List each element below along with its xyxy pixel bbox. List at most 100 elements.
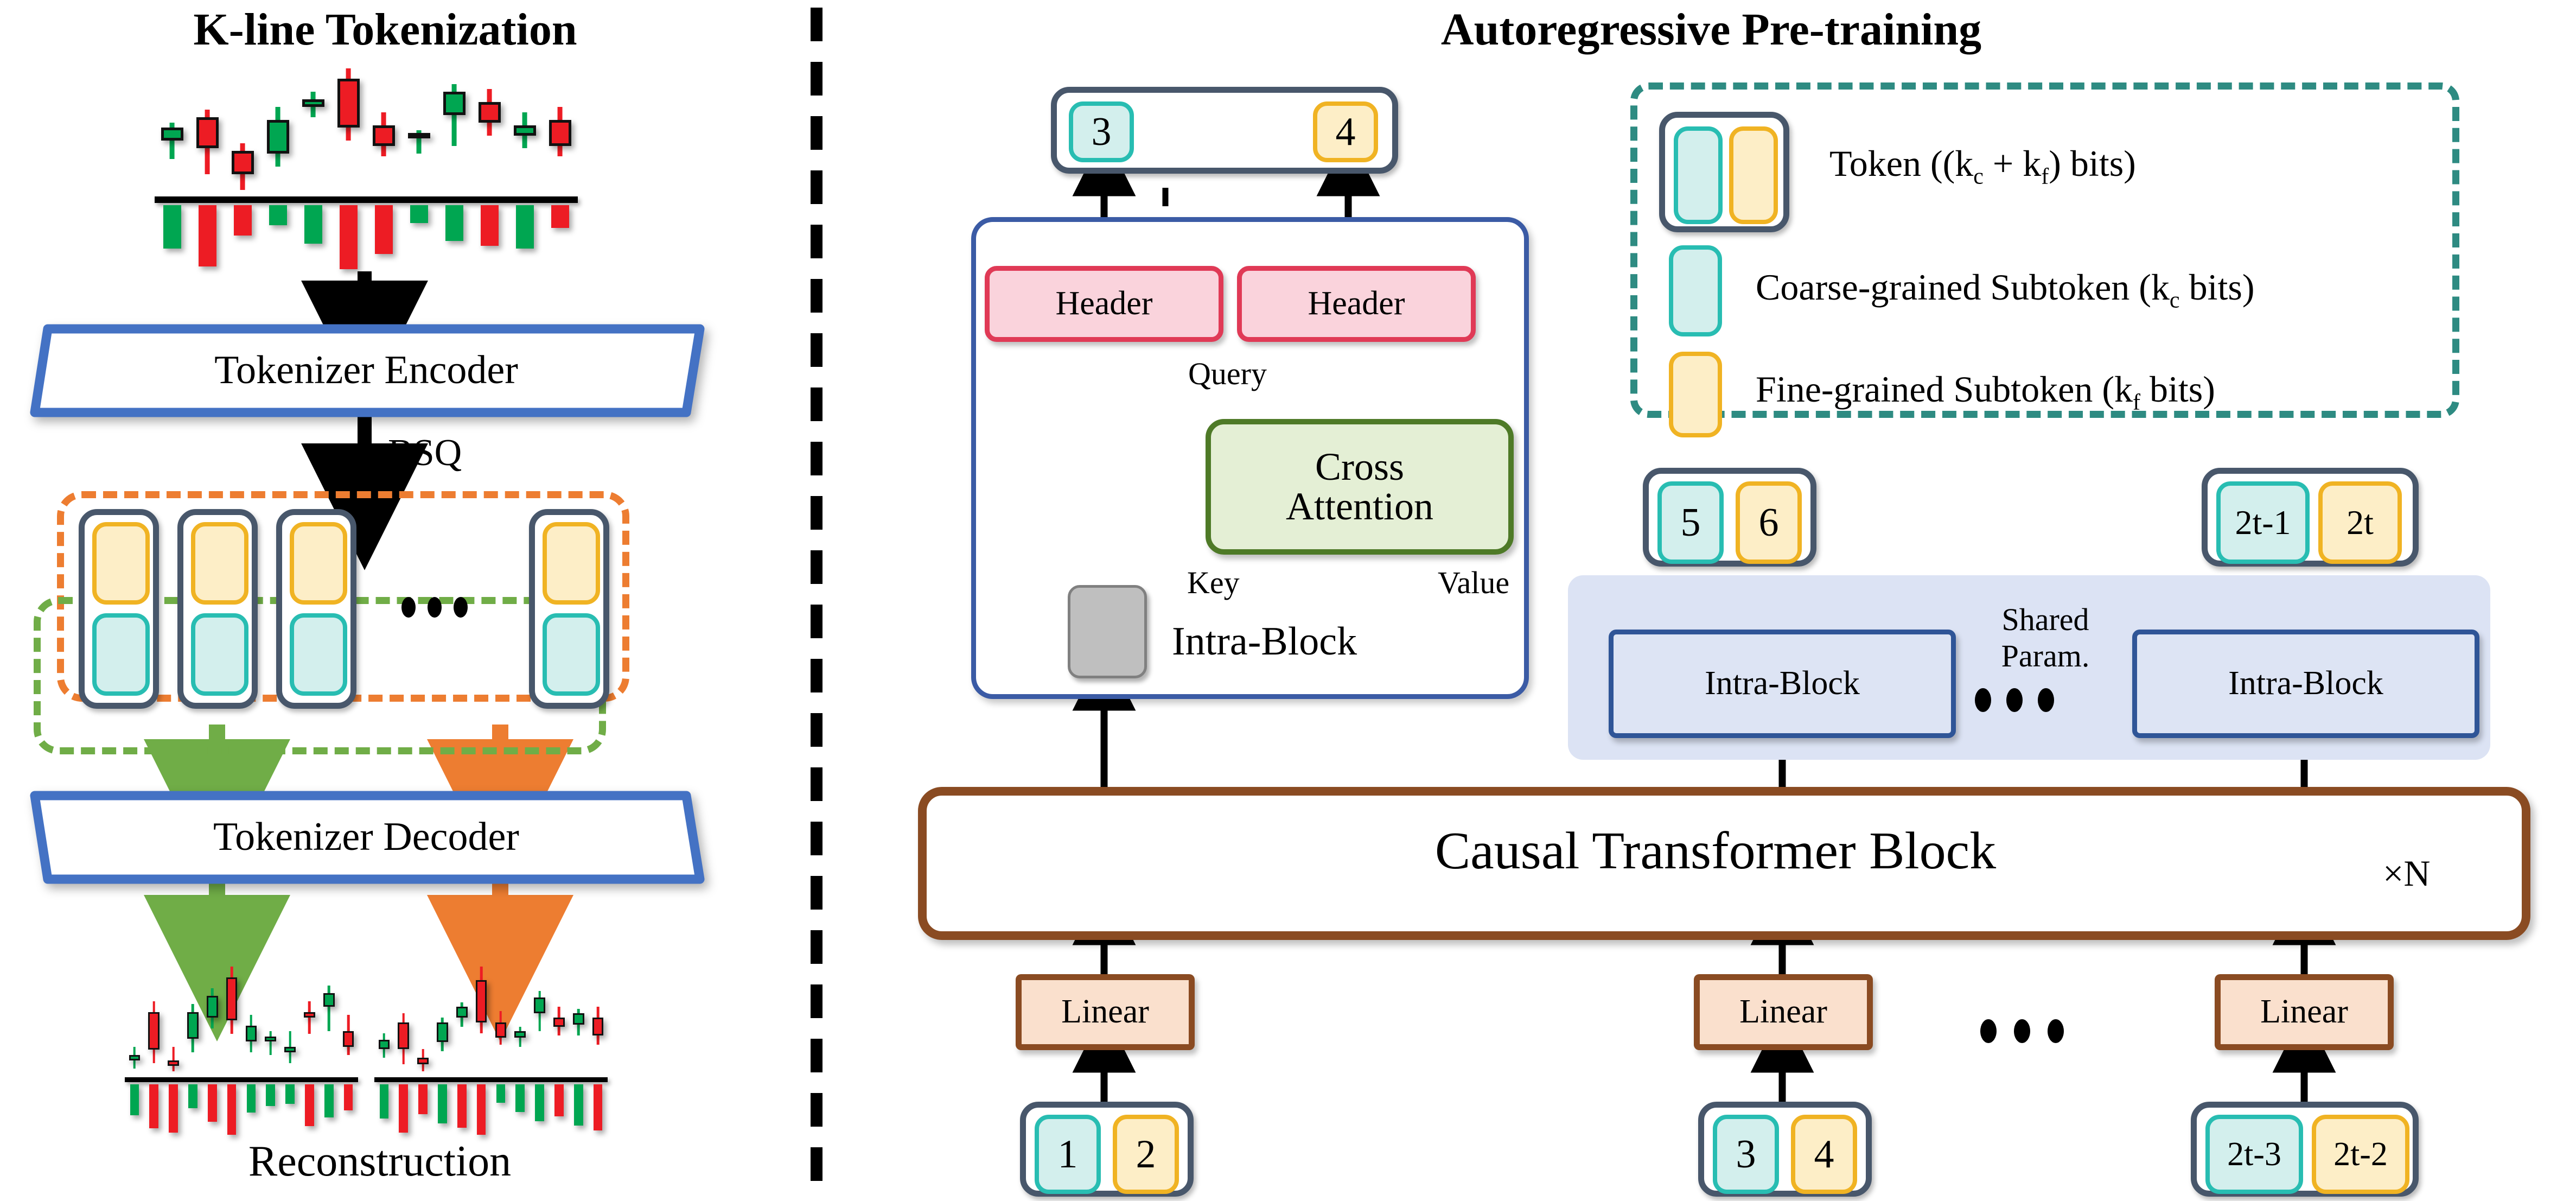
- candle-body: [514, 125, 536, 136]
- volume-bar: [304, 205, 322, 244]
- volume-bar: [496, 1084, 506, 1103]
- candlestick: [265, 963, 277, 1075]
- candlestick: [443, 65, 466, 193]
- volume-bar: [593, 1084, 603, 1130]
- candle-body: [323, 993, 335, 1007]
- tokenizer-encoder: Tokenizer Encoder: [27, 324, 705, 417]
- candle-wick: [417, 130, 422, 154]
- volume-bar: [149, 1084, 159, 1128]
- input-token-box-2: 3 4: [1698, 1102, 1872, 1197]
- candlestick: [284, 963, 296, 1075]
- volume-bar: [130, 1084, 139, 1115]
- shared-param-line2: Param.: [2001, 638, 2090, 673]
- candle-body: [514, 1031, 526, 1038]
- candlestick: [408, 65, 430, 193]
- input-token-box-3: 2t-3 2t-2: [2191, 1102, 2419, 1197]
- candlestick: [514, 65, 536, 193]
- bsq-label: BSQ: [388, 432, 462, 474]
- left-panel-title: K-line Tokenization: [193, 4, 577, 55]
- shared-param-label: Shared Param.: [1964, 592, 2127, 684]
- coarse-subtoken: [290, 613, 347, 696]
- panel-divider: [811, 8, 822, 1196]
- candle-body: [378, 1040, 390, 1049]
- candlestick: [161, 65, 183, 193]
- candle-body: [267, 120, 289, 154]
- key-label: Key: [1187, 565, 1240, 600]
- candle-body: [168, 1060, 179, 1066]
- chart-baseline: [125, 1077, 358, 1082]
- input-token-box-1: 1 2: [1020, 1102, 1194, 1197]
- candlestick: [232, 65, 254, 193]
- candle-body: [245, 1025, 257, 1042]
- linear-box-1: Linear: [1016, 974, 1195, 1050]
- volume-bar: [269, 205, 287, 226]
- token-column-last: [529, 509, 609, 709]
- header-box-1: Header: [985, 266, 1223, 342]
- mid-token-box-2: 2t-1 2t: [2202, 468, 2419, 567]
- candle-body: [232, 151, 254, 175]
- tokenizer-encoder-label: Tokenizer Encoder: [214, 348, 518, 392]
- candle-body: [373, 125, 395, 146]
- candle-wick: [327, 985, 330, 1031]
- candlestick: [549, 65, 571, 193]
- candlestick: [417, 963, 429, 1075]
- input3-fine-subtoken: 2t-2: [2312, 1115, 2409, 1194]
- legend-box: [1630, 82, 2459, 418]
- token-column-2: [177, 509, 258, 709]
- candle-body: [284, 1047, 296, 1053]
- volume-bar: [438, 1084, 447, 1123]
- shared-param-line1: Shared: [2001, 602, 2089, 637]
- cross-attention-line1: Cross: [1315, 444, 1405, 488]
- coarse-subtoken: [543, 613, 600, 696]
- intra-block-1: Intra-Block: [1609, 630, 1956, 738]
- volume-bar: [340, 205, 358, 269]
- volume-bar: [399, 1084, 409, 1133]
- input1-fine-subtoken: 2: [1113, 1115, 1179, 1194]
- volume-bar: [379, 1084, 389, 1119]
- candlestick: [378, 963, 390, 1075]
- input1-coarse-subtoken: 1: [1035, 1115, 1101, 1194]
- token-column-3: [276, 509, 356, 709]
- volume-bar: [515, 1084, 525, 1112]
- volume-bar: [266, 1084, 276, 1107]
- candle-body: [408, 132, 430, 138]
- candle-body: [549, 120, 571, 146]
- volume-bar: [476, 1084, 486, 1135]
- volume-bar: [305, 1084, 314, 1126]
- candlestick: [245, 963, 257, 1075]
- output-fine-subtoken: 4: [1313, 101, 1378, 162]
- cross-attention-line2: Attention: [1286, 485, 1433, 528]
- volume-bar: [375, 205, 393, 254]
- candlestick: [592, 963, 604, 1075]
- candle-body: [572, 1013, 584, 1025]
- volume-bar: [516, 205, 534, 249]
- mid-token-box-1: 5 6: [1643, 468, 1816, 567]
- volume-bar: [573, 1084, 583, 1126]
- candle-body: [187, 1012, 199, 1039]
- volume-bar: [246, 1084, 256, 1113]
- intra-block-2: Intra-Block: [2132, 630, 2479, 738]
- cross-attention-box: Cross Attention: [1206, 419, 1514, 555]
- candle-body: [534, 997, 545, 1014]
- candlestick: [148, 963, 160, 1075]
- fine-subtoken: [92, 522, 150, 605]
- output-coarse-subtoken: 3: [1069, 101, 1134, 162]
- candle-body: [553, 1018, 565, 1027]
- candlestick: [129, 963, 141, 1075]
- candle-body: [592, 1018, 604, 1036]
- candlestick: [373, 65, 395, 193]
- candlestick: [456, 963, 468, 1075]
- volume-bar: [324, 1084, 334, 1117]
- volume-bar: [163, 205, 181, 249]
- input2-coarse-subtoken: 3: [1713, 1115, 1779, 1194]
- candle-body: [475, 980, 487, 1022]
- volume-bar: [481, 205, 499, 246]
- candle-body: [456, 1006, 468, 1018]
- candle-body: [337, 79, 360, 128]
- volume-bar: [227, 1084, 237, 1135]
- shared-param-ellipsis: [1975, 688, 2054, 712]
- candlestick: [196, 65, 219, 193]
- query-label: Query: [1188, 356, 1267, 391]
- token-ellipsis: [401, 597, 468, 618]
- candle-body: [495, 1022, 507, 1038]
